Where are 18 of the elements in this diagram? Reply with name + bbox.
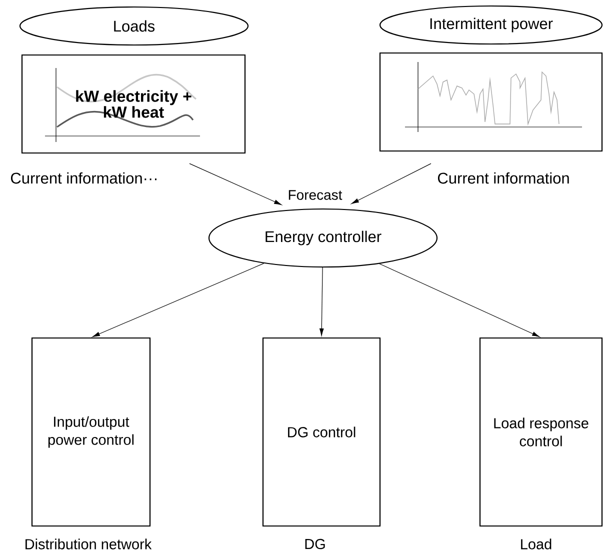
oval-label: Loads xyxy=(19,6,249,46)
arrow xyxy=(320,267,324,336)
arrow xyxy=(92,263,264,338)
chart-box xyxy=(379,52,603,152)
caption-text: Current information··· xyxy=(10,172,156,184)
arrow xyxy=(351,163,432,204)
caption-text: Load xyxy=(521,538,552,550)
caption-text: Forecast xyxy=(288,190,342,200)
oval-label: Intermittent power xyxy=(379,5,603,45)
control-box: Input/output power control xyxy=(31,337,151,527)
caption-text: Current information xyxy=(438,172,569,184)
chart-box: kW electricity + kW heat xyxy=(21,54,246,154)
control-box: Load response control xyxy=(479,337,603,527)
arrow xyxy=(379,263,540,337)
control-box: DG control xyxy=(262,337,381,527)
caption-text: Distribution network xyxy=(26,538,152,550)
arrow xyxy=(189,163,282,205)
caption-text: DG xyxy=(305,538,325,550)
